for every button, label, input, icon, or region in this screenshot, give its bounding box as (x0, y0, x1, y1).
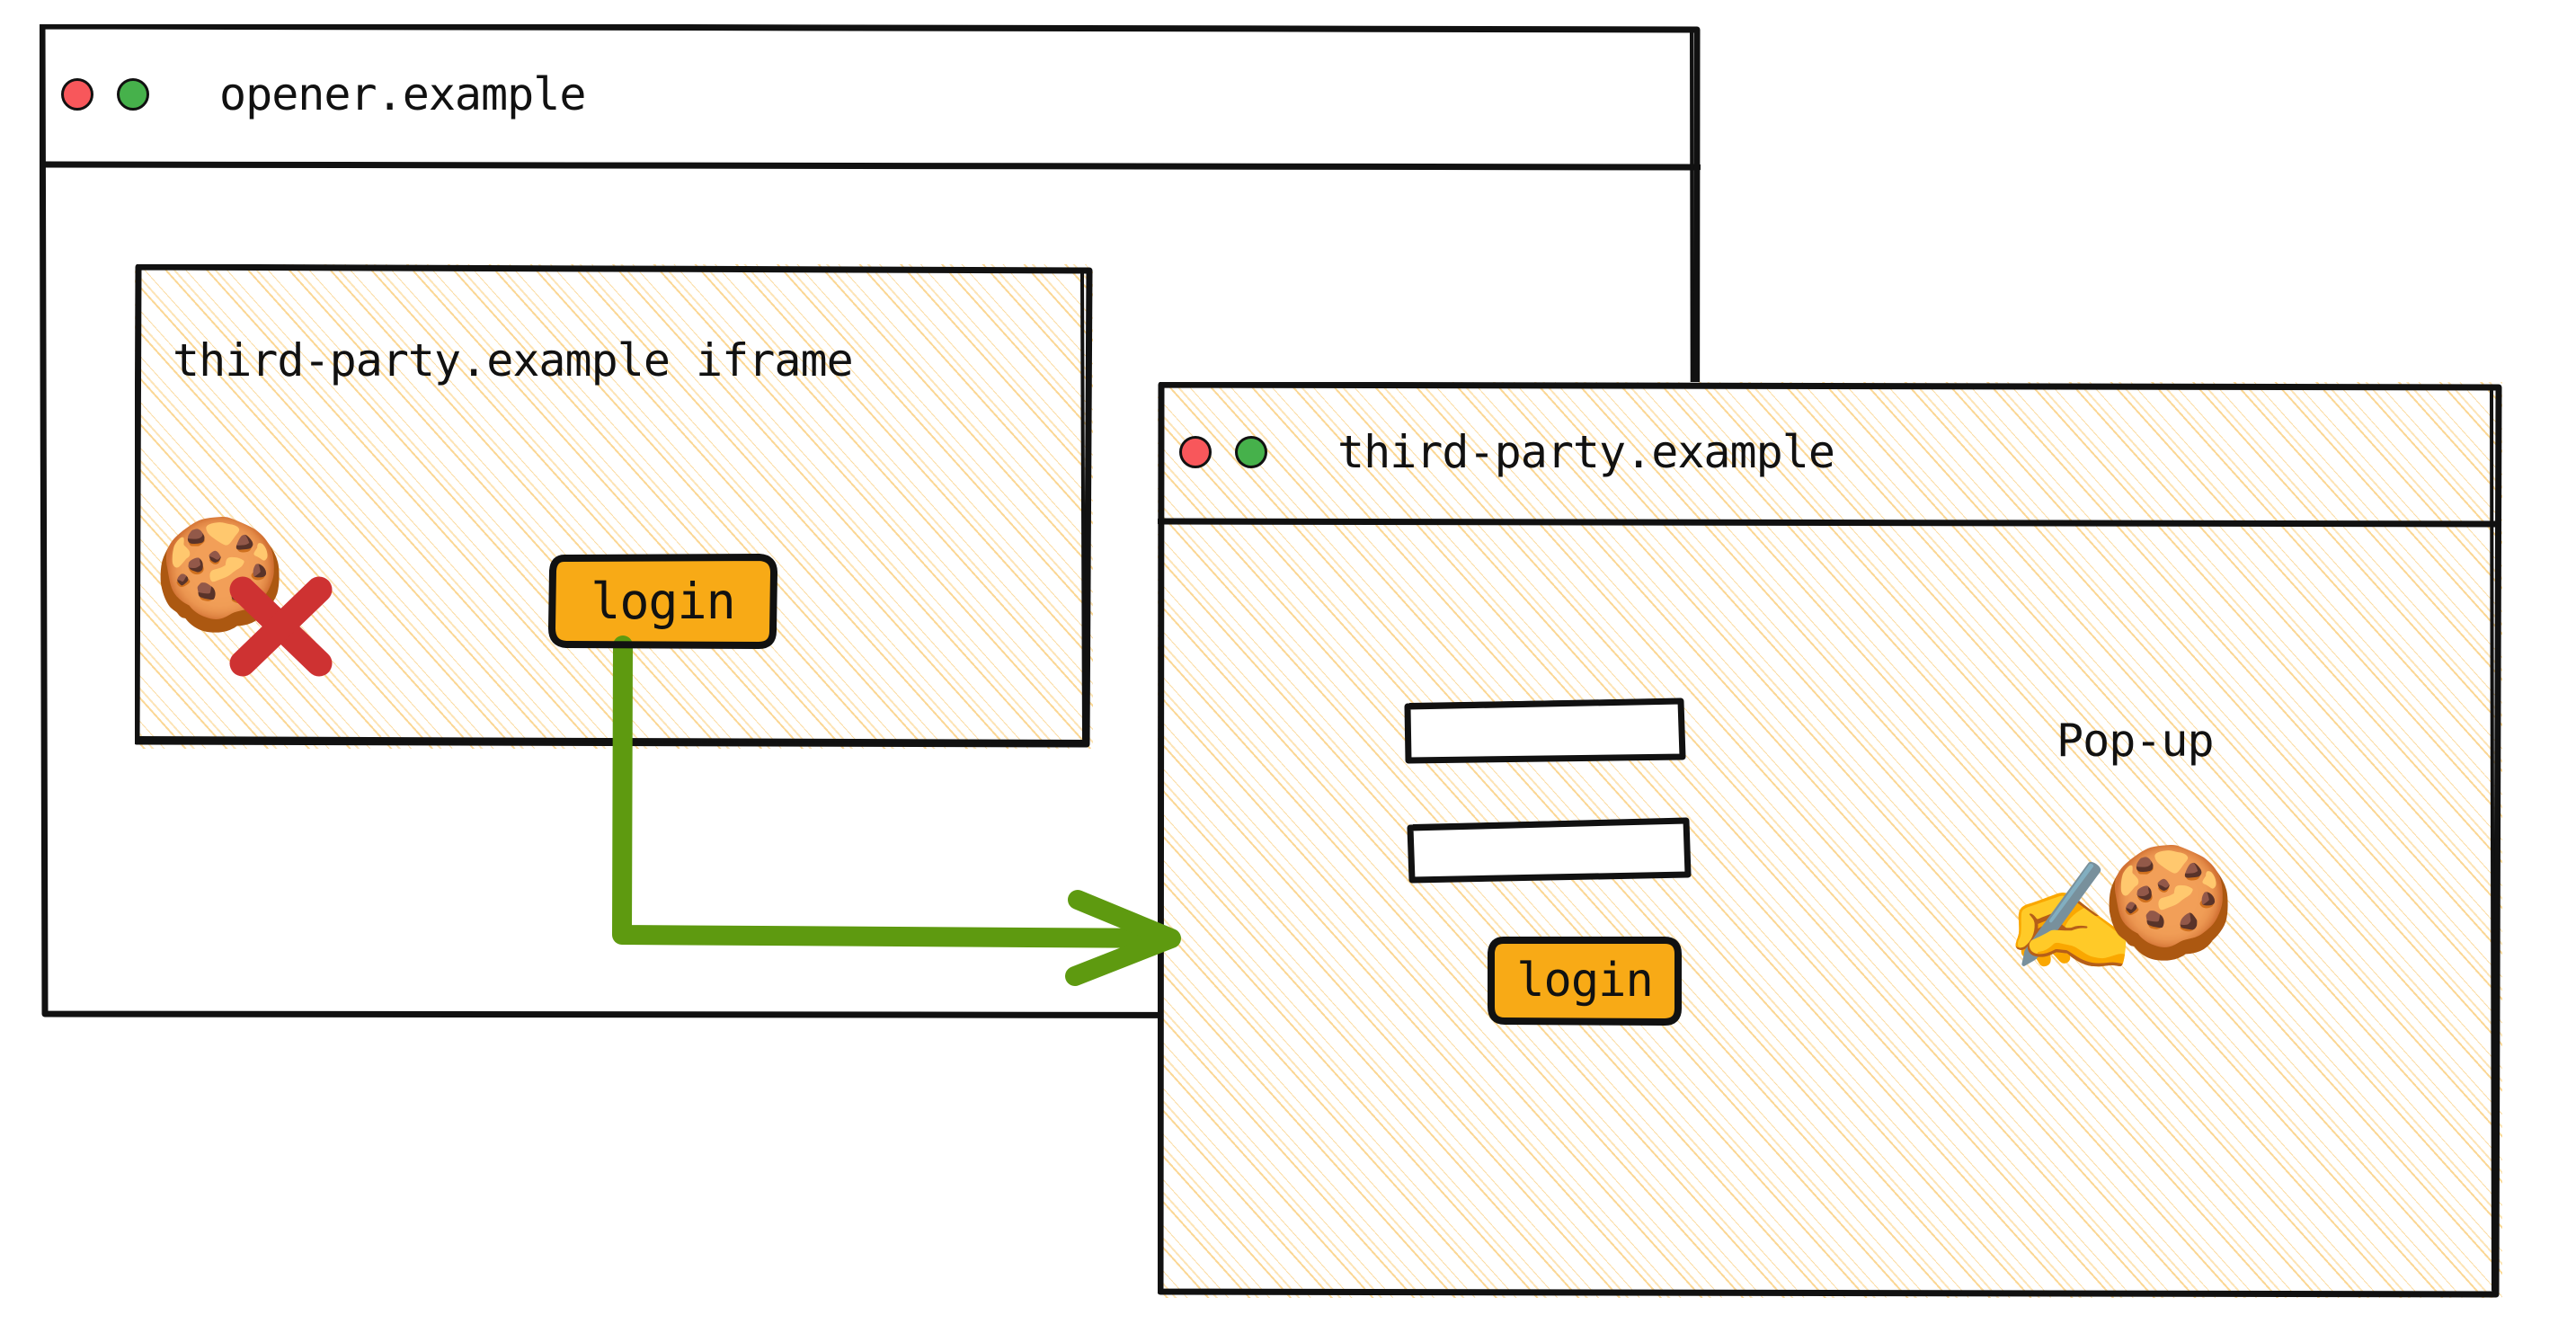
popup-window: third-party.example Email Password login (1158, 382, 2502, 1298)
iframe-login-button-label: login (591, 572, 736, 630)
third-party-iframe-panel: third-party.example iframe 🍪 login (135, 264, 1093, 749)
popup-window-controls[interactable] (1179, 435, 1267, 468)
opener-titlebar: opener.example (40, 24, 1722, 164)
email-field[interactable]: Email (1404, 698, 1686, 764)
popup-annotation-label: Pop-up (2056, 715, 2215, 767)
popup-login-button[interactable]: login (1488, 937, 1682, 1026)
popup-window-title: third-party.example (1337, 425, 1835, 478)
iframe-title: third-party.example iframe (173, 334, 854, 387)
iframe-login-button[interactable]: login (548, 554, 777, 649)
password-field-label: Password (1448, 825, 1650, 875)
maximize-button-dot[interactable] (117, 78, 149, 111)
writing-hand-icon: ✍️ (2004, 855, 2136, 979)
cookie-blocked-cross-icon (229, 576, 333, 677)
cookie-icon: 🍪 (2101, 840, 2236, 965)
close-button-dot[interactable] (1179, 435, 1212, 468)
email-field-label: Email (1481, 706, 1608, 756)
opener-window-title: opener.example (219, 68, 586, 120)
password-field[interactable]: Password (1407, 817, 1692, 884)
opener-window-controls[interactable] (61, 78, 149, 111)
popup-login-button-label: login (1516, 954, 1654, 1008)
popup-titlebar: third-party.example (1158, 382, 2524, 521)
close-button-dot[interactable] (61, 78, 93, 111)
maximize-button-dot[interactable] (1235, 435, 1267, 468)
